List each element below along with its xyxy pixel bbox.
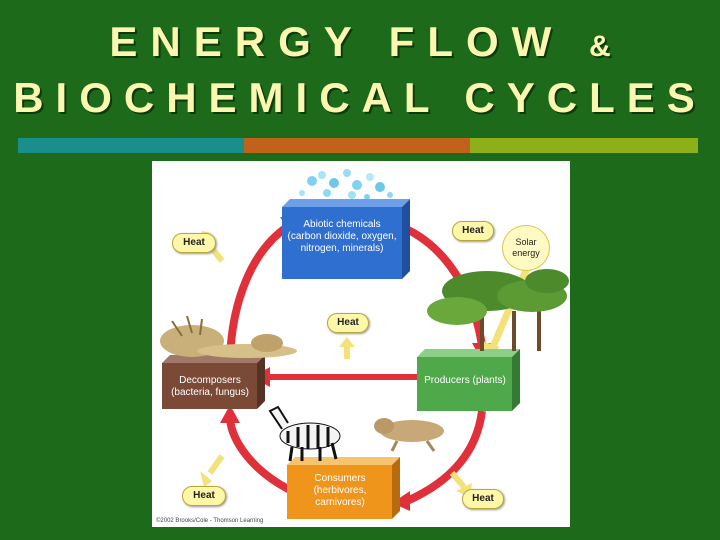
solar-energy-label: Solar energy	[502, 225, 550, 271]
page-title-line1: ENERGY FLOW &	[0, 18, 720, 66]
abiotic-box-side	[402, 199, 410, 279]
title-ampersand: &	[588, 30, 611, 63]
cycle-arrow-decomposers-to-abiotic	[226, 223, 290, 360]
abiotic-box-front	[282, 207, 402, 279]
heat-arrow	[449, 471, 467, 489]
producers-box-front	[417, 357, 512, 411]
decomposers-box-front	[162, 363, 257, 409]
abiotic-box-top	[282, 199, 410, 207]
molecules-illustration	[299, 169, 393, 200]
heat-label-center: Heat	[327, 313, 369, 333]
decomposing-animal-illustration	[160, 315, 297, 358]
heat-label-top-right: Heat	[452, 221, 494, 241]
consumers-box-front	[287, 465, 392, 519]
decomposers-label: Decomposers (bacteria, fungus)	[171, 375, 249, 398]
producers-box-side	[512, 349, 520, 411]
title-line1-text: ENERGY FLOW	[109, 18, 565, 65]
cycle-arrow-consumers-to-decomposers	[226, 418, 294, 495]
consumers-box-side	[392, 457, 400, 519]
title-divider-teal	[18, 138, 244, 153]
consumers-label: Consumers (herbivores, carnivores)	[313, 473, 367, 508]
copyright-notice: ©2002 Brooks/Cole - Thomson Learning	[156, 518, 264, 524]
title-divider-lime	[470, 138, 698, 153]
heat-arrow	[207, 454, 225, 475]
cycle-arrowhead	[220, 405, 240, 423]
cycle-arrow-producers-to-consumers	[405, 410, 486, 505]
abiotic-chemicals-label: Abiotic chemicals (carbon dioxide, oxyge…	[287, 219, 397, 254]
consumers-box-top	[287, 457, 400, 465]
heat-label-top-left: Heat	[172, 233, 216, 253]
decomposers-box-side	[257, 355, 265, 409]
heat-label-bottom-right: Heat	[462, 489, 504, 509]
title-divider-orange	[244, 138, 470, 153]
trees-illustration	[427, 269, 569, 351]
lioness-illustration	[374, 418, 444, 452]
zebra-illustration	[268, 405, 341, 462]
producers-box-top	[417, 349, 520, 357]
page-title-line2: BIOCHEMICAL CYCLES	[13, 74, 707, 121]
cycle-arrowhead	[392, 491, 410, 511]
heat-label-bottom-left: Heat	[182, 486, 226, 506]
heat-arrowhead	[200, 471, 212, 487]
ecosystem-diagram: Abiotic chemicals (carbon dioxide, oxyge…	[152, 161, 570, 527]
heat-arrowhead	[339, 337, 355, 347]
producers-label: Producers (plants)	[424, 375, 506, 386]
